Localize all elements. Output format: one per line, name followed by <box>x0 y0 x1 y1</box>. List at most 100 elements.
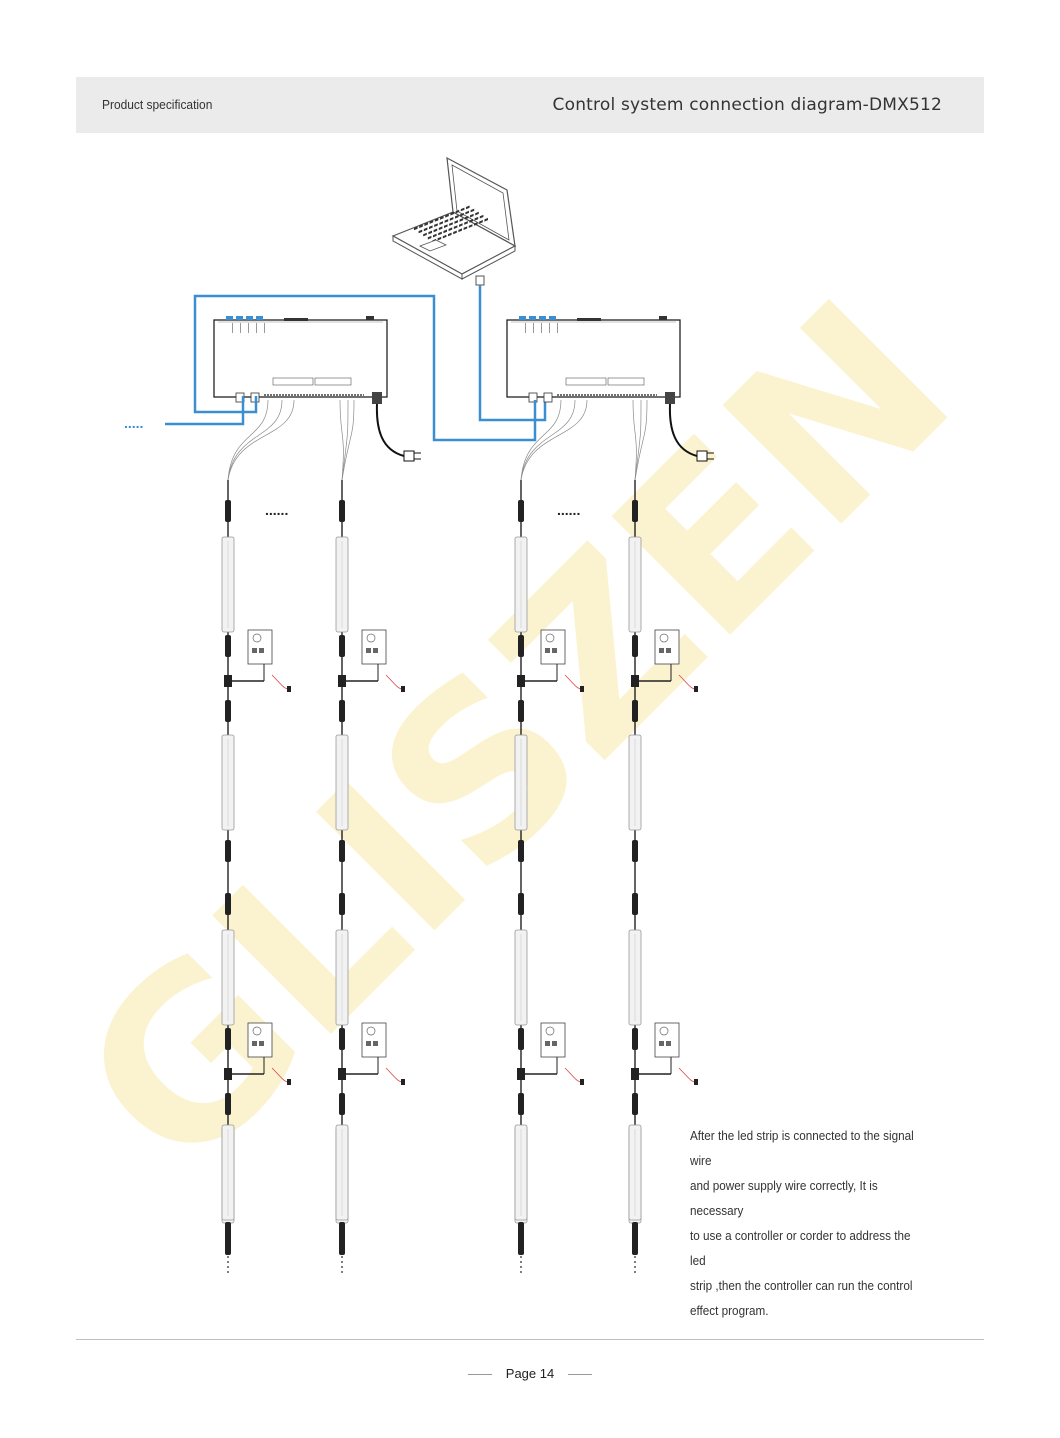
continuation-dot <box>227 1266 229 1268</box>
strip-connector <box>225 635 231 657</box>
keyboard-key <box>470 213 474 218</box>
ac-plug <box>401 1079 405 1085</box>
power-supply-fan-icon <box>366 633 376 643</box>
dmx-controller-left <box>213 316 421 462</box>
strip-connector <box>518 1028 524 1050</box>
power-plug <box>696 450 708 462</box>
keyboard-key <box>448 232 452 237</box>
ac-power-wire <box>564 1067 582 1083</box>
power-supply <box>654 1022 680 1058</box>
description-line: After the led strip is connected to the … <box>690 1128 914 1168</box>
power-supply-terminal <box>373 1041 378 1046</box>
strip-connector <box>632 635 638 657</box>
controller-label-mark <box>557 323 558 333</box>
keyboard-key <box>434 218 439 222</box>
tee-connector <box>224 1068 232 1080</box>
ac-power-wire <box>271 674 289 690</box>
keyboard-key <box>443 229 447 234</box>
keyboard-key <box>460 212 464 217</box>
continuation-dot <box>634 1251 636 1253</box>
signal-wire <box>339 399 344 481</box>
ac-power-wire <box>385 674 403 690</box>
keyboard-key <box>469 219 473 223</box>
ac-plug <box>580 1079 584 1085</box>
keyboard-key <box>428 230 432 235</box>
strip-connector <box>632 1222 638 1244</box>
keyboard-key <box>433 233 437 238</box>
header-section-label: Product specification <box>102 97 213 112</box>
continuation-dot <box>520 1261 522 1263</box>
continuation-dot <box>634 1256 636 1258</box>
controller-label-mark <box>541 323 542 333</box>
controller-power-switch <box>659 316 667 320</box>
controller-terminal-block <box>565 377 607 386</box>
keyboard-key <box>414 226 418 231</box>
keyboard-key <box>419 224 423 229</box>
laptop-computer <box>391 156 547 422</box>
power-supply <box>247 629 273 665</box>
led-strip-chain-4 <box>628 399 698 1273</box>
controller-power-jack <box>372 392 382 404</box>
strip-connector <box>339 635 345 657</box>
keyboard-key <box>468 224 473 228</box>
strip-connector <box>632 700 638 722</box>
keyboard-key <box>424 222 428 226</box>
keyboard-key <box>418 229 423 234</box>
keyboard-key <box>442 234 447 239</box>
keyboard-key <box>454 220 458 224</box>
strip-connector <box>225 700 231 722</box>
controller-port-led <box>256 316 263 320</box>
ac-plug <box>694 686 698 692</box>
strip-connector <box>518 840 524 862</box>
controller-port-led <box>519 316 526 320</box>
keyboard-key <box>427 235 432 240</box>
description-line: strip ,then the controller can run the c… <box>690 1278 913 1293</box>
power-supply-terminal <box>545 648 550 653</box>
description-line: to use a controller or corder to address… <box>690 1228 911 1268</box>
keyboard-key <box>439 221 443 225</box>
power-supply-fan-icon <box>545 633 555 643</box>
continuation-dot <box>634 1271 636 1273</box>
keyboard-key <box>474 222 478 226</box>
description-line: effect program. <box>690 1303 769 1318</box>
power-supply-fan-icon <box>659 1026 669 1036</box>
keyboard-key <box>448 227 453 232</box>
power-supply-terminal <box>366 648 371 653</box>
keyboard-key <box>464 221 468 225</box>
controller-slot <box>284 318 308 321</box>
controller-slot <box>577 318 601 321</box>
keyboard-key <box>433 228 438 233</box>
controller-label-mark <box>248 323 249 333</box>
keyboard-key <box>455 209 460 214</box>
rj45-plug <box>475 275 485 286</box>
keyboard-key <box>484 217 488 222</box>
signal-wire <box>634 399 642 481</box>
keyboard-key <box>449 222 453 226</box>
footer-divider <box>76 1339 984 1340</box>
keyboard-key <box>465 210 469 215</box>
keyboard-key <box>444 219 449 223</box>
tee-connector <box>517 675 525 687</box>
keyboard-key <box>479 220 483 224</box>
strip-connector <box>339 1093 345 1115</box>
power-supply <box>361 1022 387 1058</box>
power-supply-terminal <box>659 1041 664 1046</box>
strip-connector <box>518 635 524 657</box>
power-supply <box>540 1022 566 1058</box>
signal-wire <box>341 399 355 481</box>
strip-connector <box>339 1028 345 1050</box>
controller-port-led <box>529 316 536 320</box>
controller-power-switch <box>366 316 374 320</box>
signal-wire <box>632 399 637 481</box>
keyboard-key <box>455 214 459 219</box>
keyboard-key <box>438 226 443 231</box>
ac-power-wire <box>385 1067 403 1083</box>
signal-wire <box>520 399 576 481</box>
controller-port-led <box>549 316 556 320</box>
ac-plug <box>694 1079 698 1085</box>
keyboard-key <box>423 232 427 237</box>
continuation-dot <box>341 1251 343 1253</box>
signal-wire <box>227 399 269 481</box>
controller-body <box>213 319 388 398</box>
keyboard-key <box>466 205 470 210</box>
